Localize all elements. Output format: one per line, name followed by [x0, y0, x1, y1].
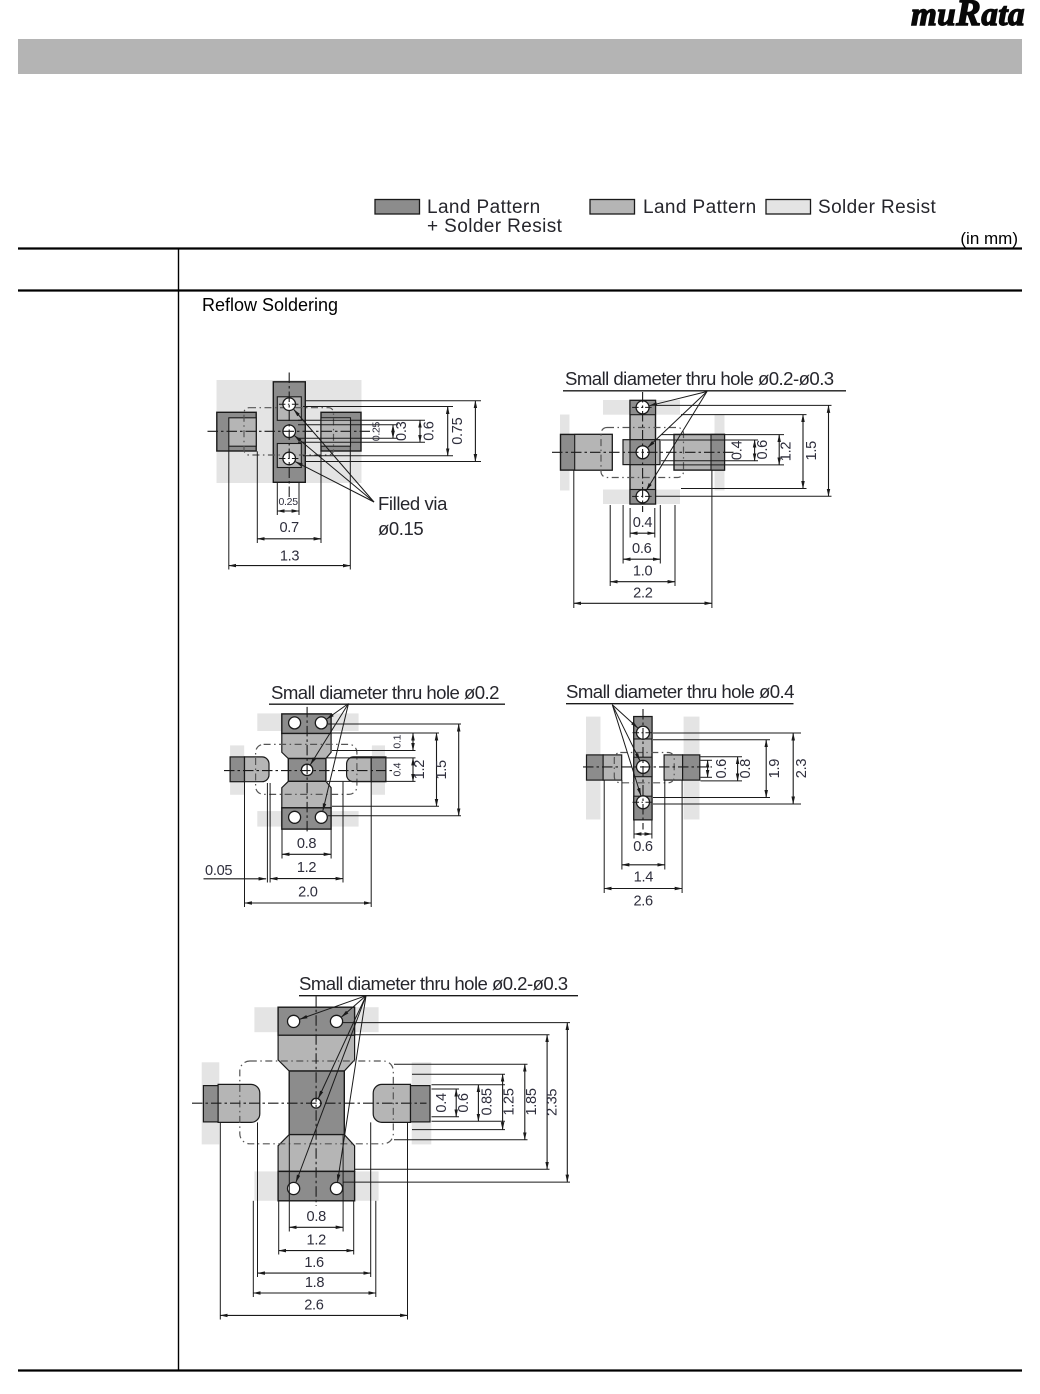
svg-text:1.2: 1.2	[307, 1233, 327, 1249]
svg-text:0.3: 0.3	[394, 421, 410, 441]
svg-text:1.8: 1.8	[305, 1275, 325, 1291]
svg-text:Small diameter thru hole ø0.2-: Small diameter thru hole ø0.2-ø0.3	[299, 973, 568, 994]
svg-text:2.3: 2.3	[794, 759, 810, 779]
svg-text:1.4: 1.4	[634, 870, 654, 886]
svg-text:Land Pattern: Land Pattern	[427, 197, 541, 218]
svg-text:1.25: 1.25	[502, 1088, 518, 1115]
svg-text:Land Pattern: Land Pattern	[643, 197, 757, 218]
svg-text:0.6: 0.6	[422, 421, 438, 441]
svg-text:Small diameter thru hole ø0.2: Small diameter thru hole ø0.2	[271, 682, 499, 703]
svg-text:0.4: 0.4	[392, 762, 404, 776]
svg-text:0.4: 0.4	[730, 441, 746, 461]
svg-text:0.05: 0.05	[205, 863, 232, 879]
svg-text:2.35: 2.35	[545, 1089, 561, 1116]
svg-text:0.25: 0.25	[279, 496, 299, 508]
svg-text:1.2: 1.2	[779, 442, 795, 462]
svg-text:(in mm): (in mm)	[960, 229, 1018, 248]
svg-text:0.6: 0.6	[755, 440, 771, 460]
svg-text:2.6: 2.6	[304, 1298, 324, 1314]
svg-text:1.6: 1.6	[304, 1255, 324, 1271]
svg-text:1.3: 1.3	[280, 549, 300, 565]
svg-text:Filled via: Filled via	[378, 493, 448, 514]
svg-text:1.0: 1.0	[633, 564, 653, 580]
svg-text:1.9: 1.9	[767, 759, 783, 779]
svg-text:Solder Resist: Solder Resist	[818, 197, 937, 218]
svg-text:2.2: 2.2	[633, 586, 653, 602]
svg-text:0.75: 0.75	[450, 417, 466, 444]
svg-text:0.6: 0.6	[714, 759, 730, 779]
svg-text:0.1: 0.1	[392, 734, 404, 748]
svg-text:2.6: 2.6	[633, 894, 653, 910]
svg-text:0.4: 0.4	[633, 515, 653, 531]
svg-text:Small diameter thru hole ø0.2-: Small diameter thru hole ø0.2-ø0.3	[565, 368, 834, 389]
svg-text:0.7: 0.7	[279, 520, 299, 536]
svg-text:ø0.15: ø0.15	[378, 518, 423, 539]
svg-text:0.6: 0.6	[456, 1093, 472, 1113]
svg-text:0.8: 0.8	[738, 759, 754, 779]
svg-text:0.85: 0.85	[480, 1088, 496, 1115]
svg-text:1.5: 1.5	[434, 760, 450, 780]
svg-text:1.2: 1.2	[412, 760, 428, 780]
svg-text:1.5: 1.5	[804, 441, 820, 461]
svg-text:0.6: 0.6	[632, 541, 652, 557]
svg-text:0.4: 0.4	[434, 1093, 450, 1113]
svg-text:1.2: 1.2	[297, 860, 317, 876]
svg-text:2.0: 2.0	[298, 885, 318, 901]
svg-text:muRata: muRata	[911, 0, 1025, 34]
svg-text:0.8: 0.8	[297, 836, 317, 852]
svg-text:+ Solder Resist: + Solder Resist	[427, 216, 563, 237]
svg-text:0.6: 0.6	[633, 839, 653, 855]
svg-text:1.85: 1.85	[524, 1088, 540, 1115]
svg-text:Reflow Soldering: Reflow Soldering	[202, 295, 338, 315]
svg-text:0.25: 0.25	[371, 421, 383, 441]
svg-text:Small diameter thru hole ø0.4: Small diameter thru hole ø0.4	[566, 681, 794, 702]
svg-text:0.8: 0.8	[307, 1209, 327, 1225]
